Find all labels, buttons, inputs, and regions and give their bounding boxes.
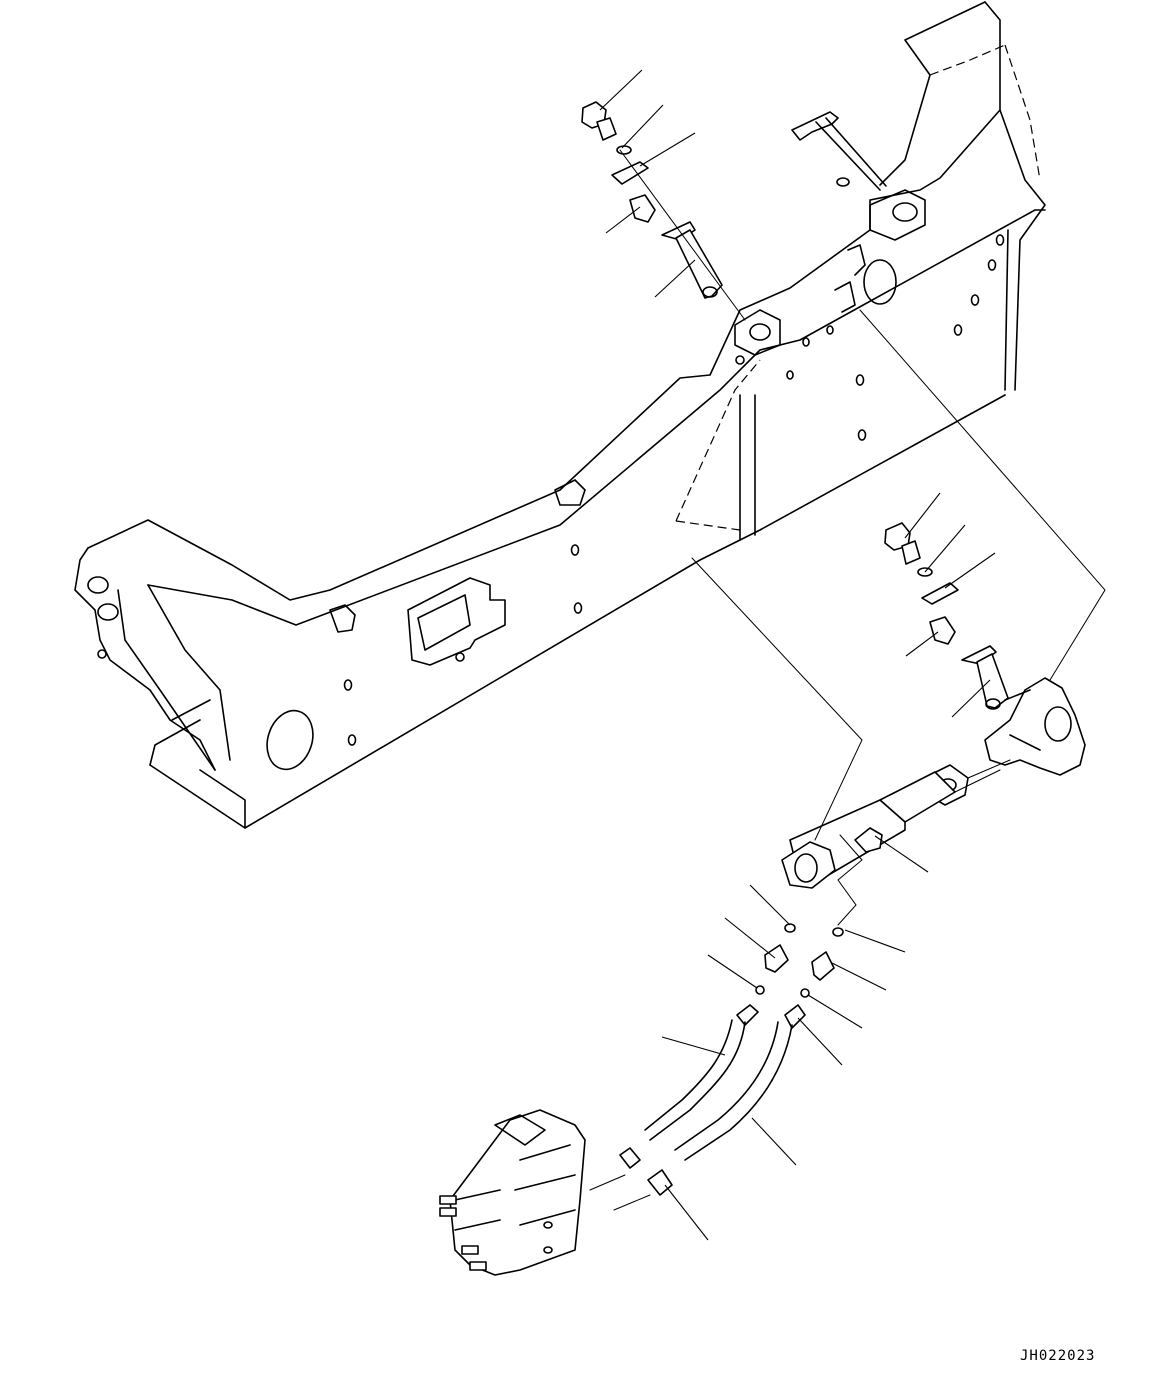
drawing-code: JH022023 bbox=[1020, 1348, 1095, 1364]
hoses bbox=[589, 1004, 806, 1211]
main-frame bbox=[74, 1, 1046, 829]
control-valve bbox=[439, 1109, 586, 1276]
leader-lines bbox=[599, 69, 996, 1241]
lift-cylinder bbox=[781, 677, 1086, 889]
lift-lever-rod bbox=[791, 111, 887, 191]
fittings bbox=[755, 923, 844, 998]
lower-pin-assembly bbox=[884, 522, 1009, 710]
projection-lines bbox=[691, 309, 1106, 926]
upper-pin-assembly bbox=[581, 101, 746, 321]
